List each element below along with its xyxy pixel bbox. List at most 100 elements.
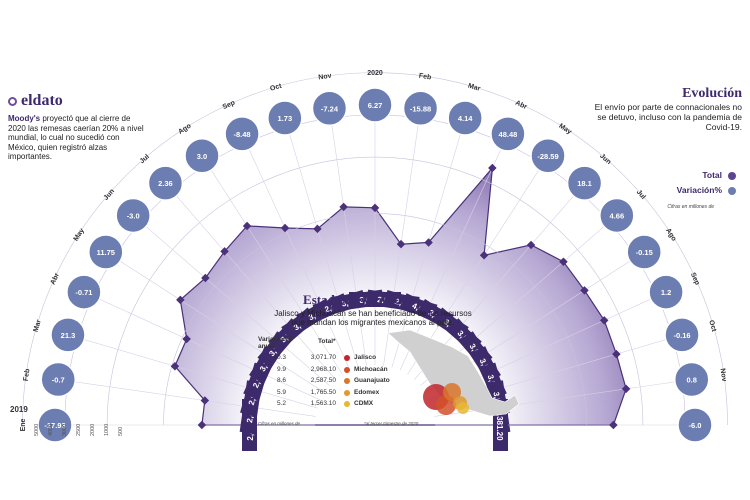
legend-total-swatch [728, 171, 736, 180]
state-dot-icon [344, 401, 350, 407]
month-label: Sep [222, 99, 237, 111]
month-label: Feb [418, 73, 431, 82]
state-variacion: 10.3 [273, 354, 286, 361]
variation-bubble [357, 87, 393, 123]
spoke [329, 108, 367, 366]
variation-label: 1.73 [278, 114, 293, 123]
variation-bubble [599, 197, 635, 234]
state-name: Guanajuato [354, 377, 390, 384]
scale-tick: 5000 [34, 424, 40, 436]
state-name: Edomex [354, 388, 380, 396]
total-marker [599, 316, 609, 325]
variation-bubble [50, 317, 86, 353]
variation-bubble [677, 407, 713, 443]
eldato-dot-icon [8, 96, 17, 106]
variation-label: -0.15 [636, 248, 653, 257]
favorecidos-foot-right: *al tercer trimestre de 2020 [364, 421, 419, 426]
scale-tick: 3000 [62, 424, 68, 436]
variation-label: 1.2 [661, 288, 671, 297]
variation-bubble [664, 317, 700, 353]
total-marker [621, 384, 631, 394]
eldato-body: proyectó que al cierre de 2020 las remes… [8, 114, 144, 161]
variation-label: 11.75 [97, 248, 115, 257]
total-marker [580, 286, 589, 295]
spoke [383, 108, 421, 366]
total-marker [201, 273, 210, 283]
total-marker [280, 223, 290, 233]
month-label: May [557, 123, 572, 136]
favorecidos-title: Estados favorecidos [303, 292, 413, 307]
state-dot-icon [344, 378, 350, 384]
variation-label: -0.71 [75, 288, 92, 297]
state-variacion: 8.6 [276, 377, 286, 384]
month-label: Oct [707, 319, 717, 333]
month-label: Ene [20, 418, 27, 431]
variation-label: -28.59 [537, 152, 558, 161]
legend-total: Total [677, 168, 736, 183]
state-total: 1,563.10 [310, 400, 336, 407]
spoke [201, 155, 343, 375]
total-marker [182, 334, 191, 344]
spoke [58, 379, 316, 417]
month-label: Feb [23, 368, 32, 381]
spoke [83, 291, 321, 401]
variation-bubble [626, 234, 662, 270]
mexico-map [387, 329, 520, 417]
variation-bubble [267, 100, 303, 136]
evolucion-text: El envío por parte de connacionales no s… [594, 102, 742, 132]
variation-label: 3.0 [197, 152, 207, 161]
evolucion-panel: Evolución El envío por parte de connacio… [592, 86, 742, 132]
variation-label: 48.48 [499, 130, 518, 139]
variation-bubble [147, 165, 184, 201]
scale-tick: 2500 [76, 424, 82, 436]
total-marker [424, 238, 433, 247]
total-marker [479, 251, 489, 260]
variation-bubble [115, 197, 151, 234]
state-name: Jalisco [354, 354, 377, 361]
total-marker [396, 239, 406, 249]
variation-bubble [566, 165, 603, 201]
state-dot-icon [344, 355, 350, 361]
legend-variacion-swatch [728, 186, 736, 195]
total-marker [197, 420, 207, 430]
total-marker [200, 396, 210, 405]
variation-label: -15.88 [410, 104, 431, 113]
total-marker [176, 295, 185, 305]
state-dot-icon [344, 389, 350, 396]
unit-note: Cifras en millones de [667, 204, 714, 210]
mexico-shape [387, 329, 520, 417]
month-label: Jun [598, 153, 612, 166]
spoke [241, 133, 351, 371]
variation-label: 2.36 [158, 179, 173, 188]
spoke [132, 215, 330, 386]
variation-label: 6.27 [368, 101, 383, 110]
variation-label: -0.7 [52, 375, 65, 384]
spoke [399, 133, 509, 371]
variation-bubble [490, 116, 526, 152]
month-label: Abr [50, 272, 61, 286]
variation-label: -7.24 [321, 104, 339, 113]
month-label: Jul [139, 153, 151, 165]
variation-bubble [66, 274, 102, 310]
total-marker [242, 221, 252, 231]
spoke [67, 334, 318, 409]
month-label: Mar [467, 83, 481, 93]
spoke [165, 182, 336, 380]
month-label: May [73, 227, 86, 242]
variation-label: -3.0 [127, 211, 140, 220]
state-variacion: 9.9 [276, 365, 286, 373]
variation-label: 4.66 [610, 211, 625, 220]
variation-bubble [37, 407, 73, 443]
state-total: 2,587.50 [310, 377, 336, 384]
total-label: 3,381.20 [495, 409, 504, 441]
total-marker [339, 202, 348, 212]
year-label: 2019 [10, 405, 28, 414]
state-total: 1,765.50 [310, 388, 336, 396]
total-marker [220, 247, 229, 256]
variation-bubble [648, 274, 684, 310]
legend-variacion: Variación% [677, 183, 736, 198]
